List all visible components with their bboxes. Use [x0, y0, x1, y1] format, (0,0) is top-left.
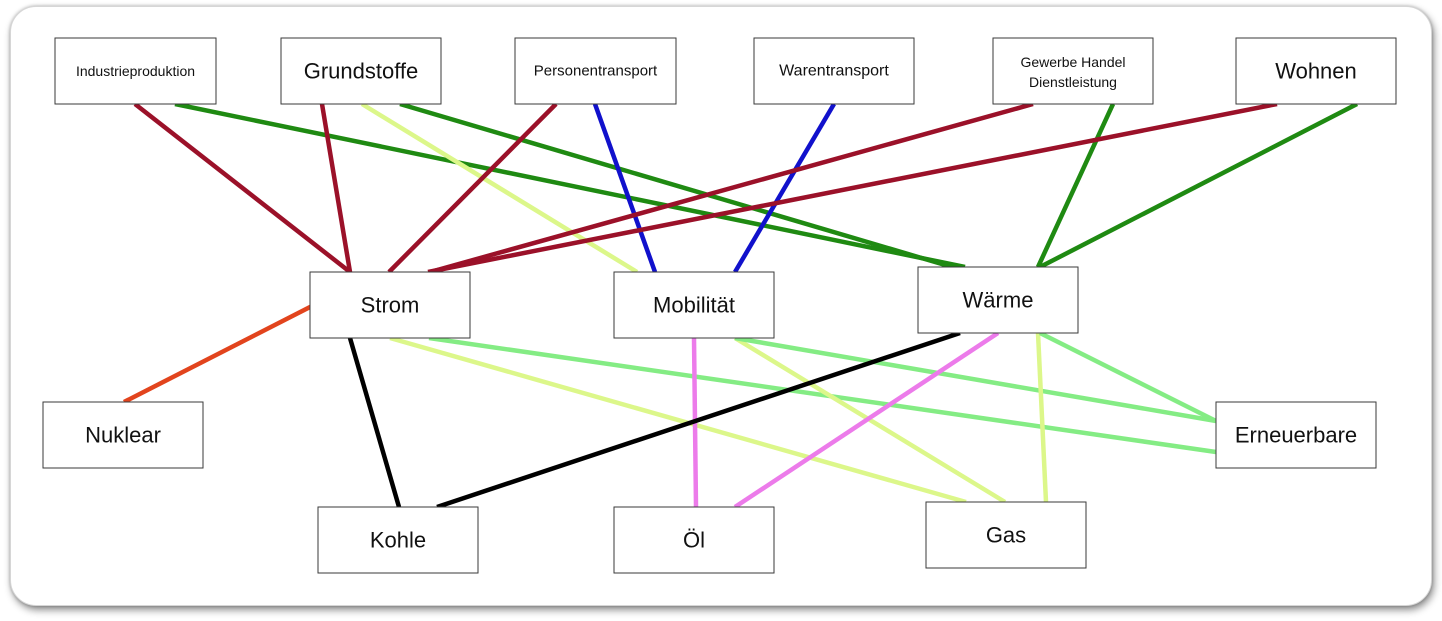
- edge-personentransport-to-strom: [387, 102, 558, 274]
- node-personentransport-label: Personentransport: [534, 63, 658, 80]
- edge-strom-to-erneuerbare: [428, 335, 1217, 455]
- edge-wohnen-to-waerme: [1038, 101, 1359, 270]
- node-warentransport-label: Warentransport: [779, 63, 889, 80]
- node-industrieproduktion-label: Industrieproduktion: [76, 63, 195, 79]
- edge-waerme-to-erneuerbare: [1038, 330, 1218, 424]
- node-wohnen-label: Wohnen: [1275, 59, 1357, 84]
- node-kohle-label: Kohle: [370, 528, 426, 553]
- edge-industrieproduktion-to-strom: [133, 102, 352, 274]
- edge-industrieproduktion-to-waerme: [174, 101, 966, 270]
- node-mobilitaet-label: Mobilität: [653, 293, 735, 318]
- node-grundstoffe: Grundstoffe: [280, 37, 442, 105]
- node-waerme: Wärme: [917, 266, 1079, 334]
- edge-waerme-to-oel: [733, 331, 1000, 509]
- edge-strom-to-nuklear: [122, 303, 314, 405]
- node-gewerbe-label-line-2: Dienstleistung: [1029, 74, 1117, 90]
- node-gewerbe-handel-dienstleistung: Gewerbe Handel Dienstleistung: [992, 37, 1154, 105]
- node-strom-label: Strom: [361, 293, 420, 318]
- edge-waerme-to-gas: [1035, 332, 1049, 503]
- diagram-nodes: Industrieproduktion Grundstoffe Personen…: [42, 37, 1397, 574]
- edge-warentransport-to-mobilitaet: [733, 102, 836, 274]
- edge-gewerbe-to-waerme: [1035, 103, 1116, 268]
- node-mobilitaet: Mobilität: [613, 271, 775, 339]
- node-nuklear-label: Nuklear: [85, 423, 161, 448]
- node-gas: Gas: [925, 501, 1087, 569]
- edge-strom-to-kohle: [347, 337, 402, 508]
- edge-gewerbe-to-strom: [429, 101, 1034, 275]
- node-waerme-label: Wärme: [963, 288, 1034, 313]
- node-erneuerbare: Erneuerbare: [1215, 401, 1377, 469]
- edge-wohnen-to-strom: [427, 101, 1278, 275]
- edge-mobilitaet-to-erneuerbare: [734, 335, 1217, 424]
- connection-lines: [122, 101, 1359, 510]
- edge-grundstoffe-to-waerme: [399, 101, 953, 270]
- node-warentransport: Warentransport: [753, 37, 915, 105]
- edge-strom-to-gas: [389, 335, 967, 505]
- node-nuklear: Nuklear: [42, 401, 204, 469]
- node-erneuerbare-label: Erneuerbare: [1235, 423, 1357, 448]
- node-kohle: Kohle: [317, 506, 479, 574]
- edge-waerme-to-kohle: [436, 330, 961, 510]
- edge-grundstoffe-to-strom: [319, 103, 353, 273]
- edge-personentransport-to-mobilitaet: [592, 103, 658, 273]
- node-strom: Strom: [309, 271, 471, 339]
- node-oel: Öl: [613, 506, 775, 574]
- node-grundstoffe-label: Grundstoffe: [304, 59, 419, 84]
- node-oel-label: Öl: [683, 528, 705, 553]
- node-wohnen: Wohnen: [1235, 37, 1397, 105]
- node-industrieproduktion: Industrieproduktion: [54, 37, 217, 105]
- node-gewerbe-label-line-1: Gewerbe Handel: [1020, 54, 1125, 70]
- node-personentransport: Personentransport: [514, 37, 677, 105]
- edge-grundstoffe-to-mobilitaet: [360, 102, 639, 274]
- node-gas-label: Gas: [986, 523, 1026, 548]
